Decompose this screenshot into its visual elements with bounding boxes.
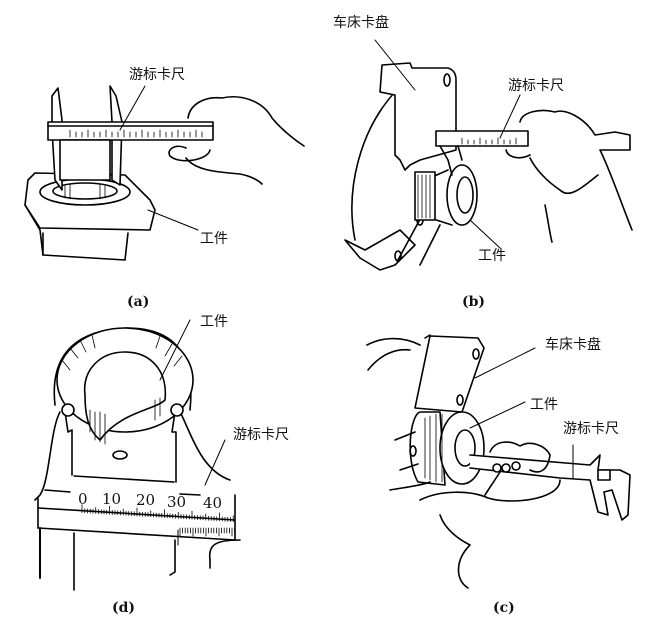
label-d-caliper: 游标卡尺: [233, 427, 289, 443]
caption-a: (a): [127, 294, 150, 310]
caliper-beam-d: [37, 494, 236, 541]
label-a-caliper: 游标卡尺: [129, 67, 185, 83]
chuck-disc-b: [351, 91, 396, 241]
caption-c: (c): [493, 600, 515, 616]
chuck-jaw-c: [414, 335, 485, 413]
label-d-workpiece: 工件: [200, 314, 228, 330]
label-c-workpiece: 工件: [530, 397, 558, 413]
panel-a-drawing: [24, 85, 305, 261]
scale-tick-30: 30: [167, 493, 187, 511]
label-c-caliper: 游标卡尺: [563, 421, 619, 437]
caption-d: (d): [112, 600, 136, 616]
main-scale-ticks: [81, 504, 236, 537]
label-b-caliper: 游标卡尺: [508, 78, 564, 94]
caption-b: (b): [462, 294, 486, 310]
scale-tick-20: 20: [136, 491, 156, 509]
hand-c: [389, 441, 561, 589]
scale-tick-0: 0: [78, 490, 88, 508]
caliper-beam-b: [435, 130, 529, 147]
label-c-chuck: 车床卡盘: [545, 337, 601, 353]
scale-tick-10: 10: [102, 490, 122, 508]
hand-b: [505, 109, 633, 243]
workpiece-c: [439, 411, 485, 485]
label-b-chuck: 车床卡盘: [333, 15, 389, 31]
label-b-workpiece: 工件: [478, 248, 506, 264]
caliper-c: [469, 454, 631, 521]
caliper-beam-a: [47, 121, 214, 141]
hand-a: [168, 96, 305, 185]
label-a-workpiece: 工件: [200, 231, 228, 247]
scale-tick-40: 40: [203, 494, 223, 512]
panel-b-drawing: [344, 39, 633, 271]
panel-c-drawing: [366, 334, 631, 589]
panel-d-drawing: [34, 319, 241, 591]
